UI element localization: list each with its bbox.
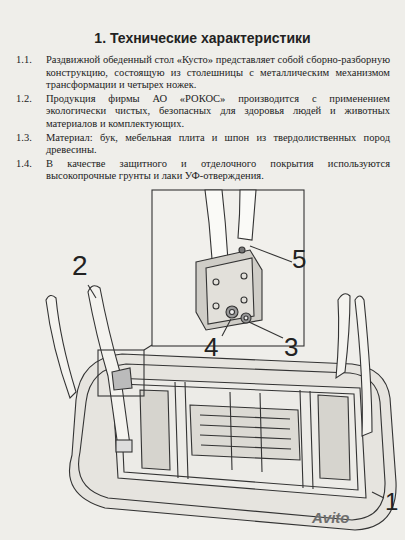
item-text: Продукция фирмы АО «РОКОС» производится …: [46, 93, 390, 131]
spec-item: 1.1.Раздвижной обеденный стол «Кусто» пр…: [16, 54, 390, 92]
spec-item: 1.3.Материал: бук, мебельная плита и шпо…: [16, 132, 390, 157]
spec-item: 1.4.В качестве защитного и отделочного п…: [16, 158, 390, 183]
watermark: Avito: [312, 510, 350, 525]
callout-number: 1: [385, 490, 398, 514]
item-text: Раздвижной обеденный стол «Кусто» предст…: [46, 54, 390, 92]
item-number: 1.1.: [16, 54, 46, 92]
item-text: Материал: бук, мебельная плита и шпон из…: [46, 132, 390, 157]
item-number: 1.3.: [16, 132, 46, 157]
callout-number: 3: [284, 334, 298, 360]
callout-number: 2: [72, 252, 88, 280]
item-number: 1.2.: [16, 93, 46, 131]
callout-number: 4: [204, 334, 218, 360]
callout-number: 5: [292, 246, 306, 272]
item-text: В качестве защитного и отделочного покры…: [46, 158, 390, 183]
spec-item: 1.2.Продукция фирмы АО «РОКОС» производи…: [16, 93, 390, 131]
item-number: 1.4.: [16, 158, 46, 183]
spec-list: 1.1.Раздвижной обеденный стол «Кусто» пр…: [16, 54, 390, 184]
section-heading: 1. Технические характеристики: [0, 30, 405, 46]
